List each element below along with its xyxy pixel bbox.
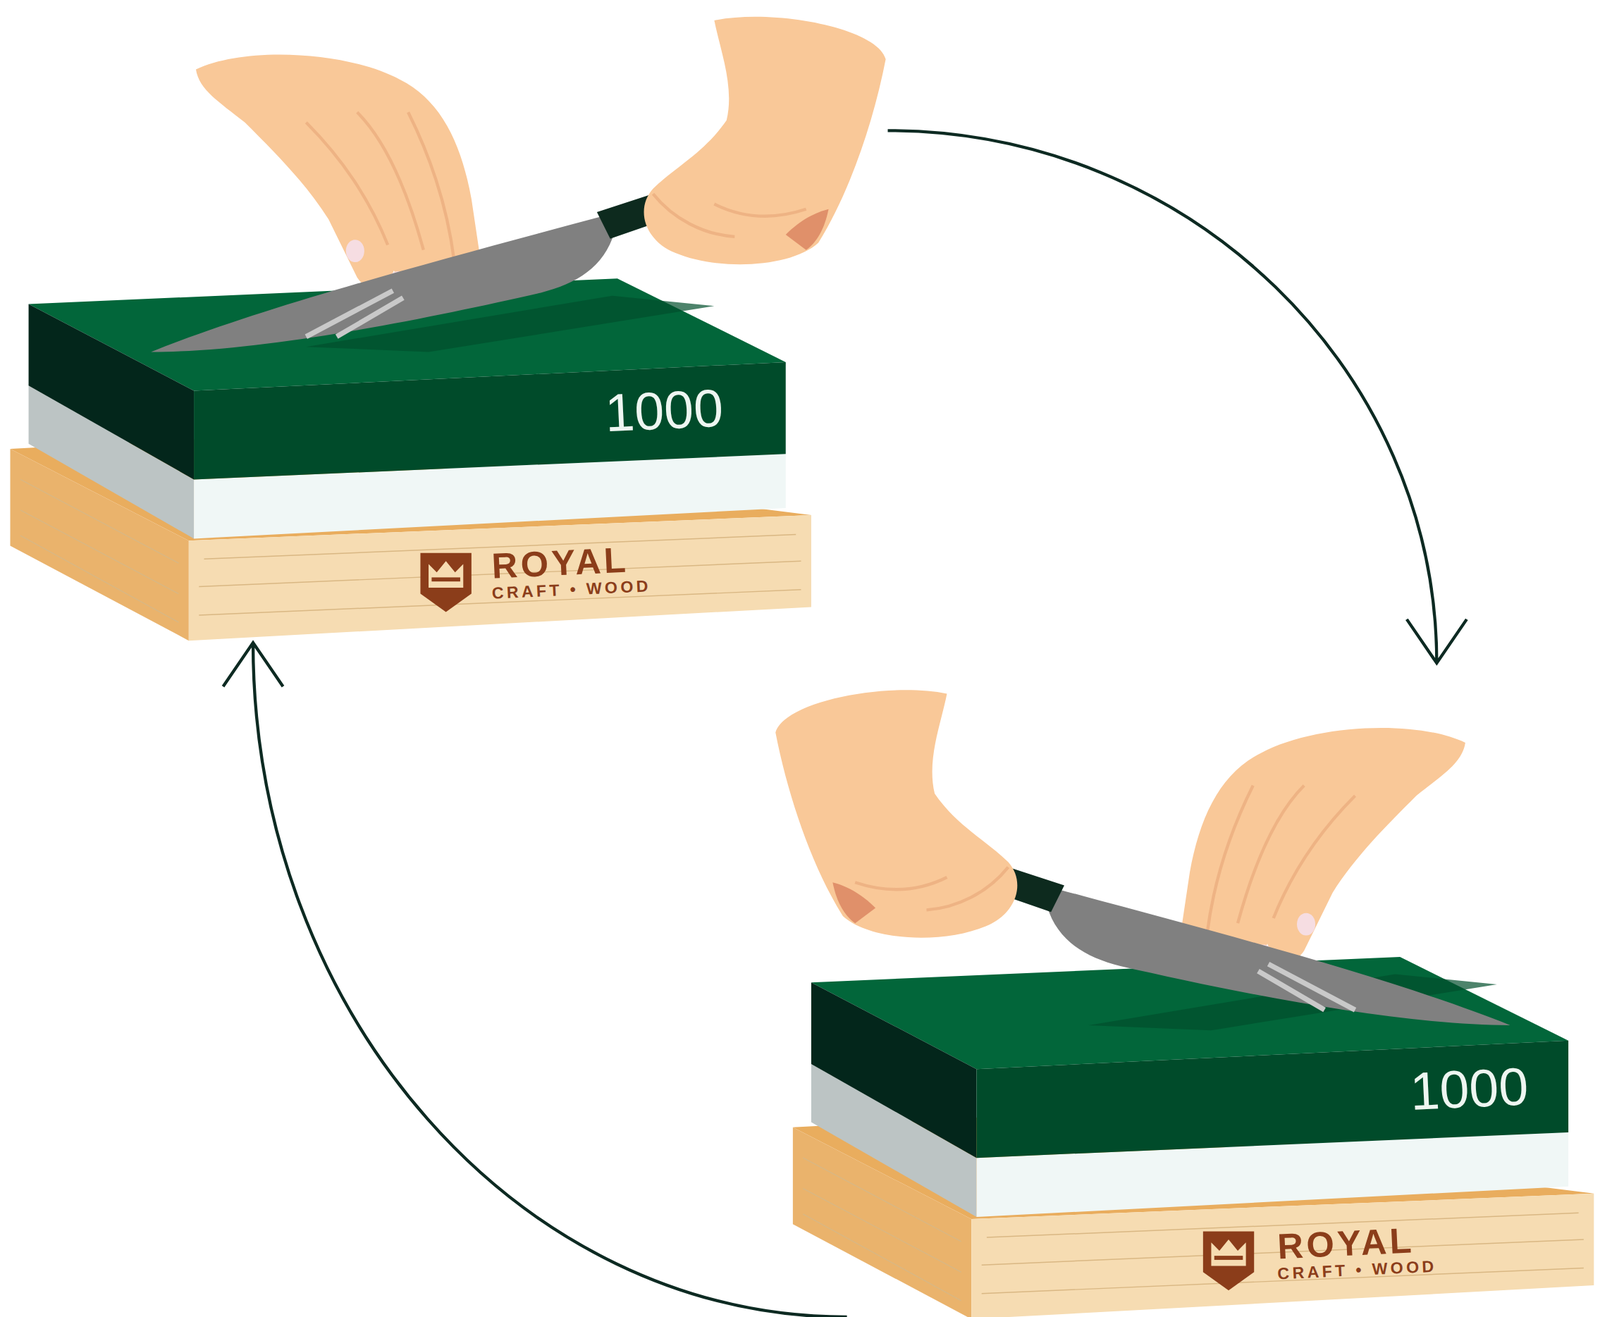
hands-and-knife (775, 690, 1510, 1026)
whetstone-illustration: 1000ROYALCRAFT • WOOD (763, 663, 1600, 1317)
whetstone-illustration: 1000ROYALCRAFT • WOOD (8, 15, 889, 643)
cycle-arrow (888, 130, 1467, 664)
arrow-path (223, 642, 848, 1317)
cycle-arrow (223, 642, 848, 1317)
hands-and-knife (150, 16, 886, 353)
arrow-path (888, 130, 1467, 664)
grit-number: 1000 (1408, 1055, 1530, 1123)
whetstone (9, 278, 811, 641)
whetstone (792, 957, 1594, 1317)
grit-number: 1000 (603, 377, 724, 445)
